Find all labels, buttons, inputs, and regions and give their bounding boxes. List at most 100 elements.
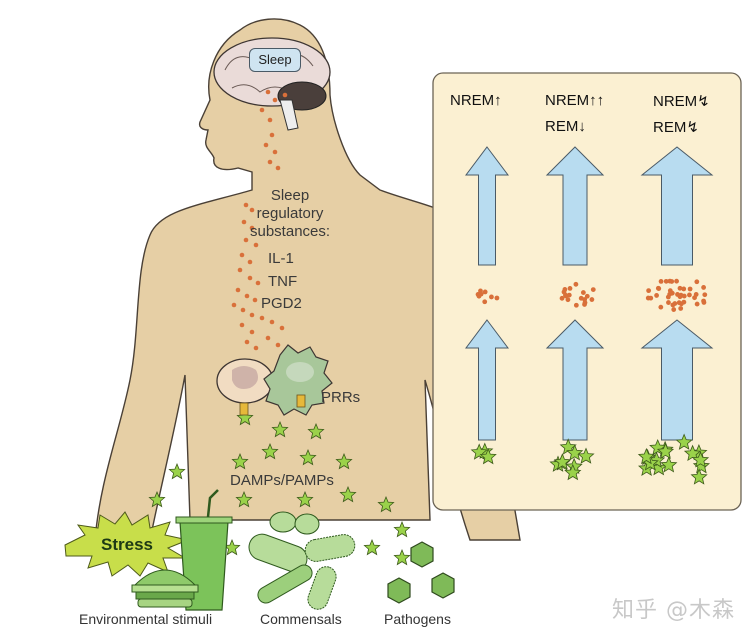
substance-dot [478,291,484,297]
pathogen-virus-icons [387,541,455,604]
substance-dot [253,345,259,351]
substance-dot [646,288,652,294]
prrs-label: PRRs [321,389,361,406]
change-arrow-icon: ↓ [578,118,586,135]
substance-dot [275,342,281,348]
substance-dot [694,301,700,307]
substance-dot [559,295,565,301]
damp-star-icon [148,490,166,508]
substance-dot [701,298,706,304]
substance-dot [482,289,488,295]
damp-star-icon [296,490,314,508]
commensal-bacteria-icon [248,511,356,610]
caption-environmental-stimuli: Environmental stimuli [79,611,213,627]
substance-dot [563,292,568,298]
change-arrow-icon: ↯ [697,93,710,110]
substance-dot [692,295,697,301]
substance-dot [681,286,687,292]
damp-star-icon [692,457,710,474]
damp-star-icon [566,444,584,461]
stress-label: Stress [101,535,153,554]
substance-dot [243,237,249,243]
substance-dot [253,242,259,248]
damp-star-icon [231,452,249,470]
substance-dot [240,307,246,313]
brain-sleep-label: Sleep [249,48,301,72]
substance-dot [701,285,707,290]
damp-star-icon [690,468,708,485]
substance-dot [269,132,275,138]
nrem-label: NREM [450,92,495,109]
substance-dot [269,319,275,325]
up-arrow-icon [545,146,605,266]
up-arrow-icon [545,319,605,441]
damp-star-icon [299,448,317,466]
substance-dot [231,302,237,308]
substance-dot [655,285,661,291]
substance-dot [584,293,590,299]
substance-dot [279,325,285,331]
substance-dot [482,299,488,305]
watermark: 知乎 @木森 [612,598,735,623]
substance-dot [252,297,258,303]
substance-dot [244,293,250,299]
caption-pathogens: Pathogens [384,611,451,627]
substance-dot [265,89,271,95]
panel-col1-nrem: NREM↑ [450,92,502,109]
substance-dot [259,315,265,321]
human-silhouette [94,18,521,541]
substance-dot [573,281,579,287]
substance-dot [241,219,247,225]
substance-dot [249,207,255,213]
substance-dot [255,280,261,286]
substance-dot [677,285,683,291]
substance-dot [589,297,595,302]
substance-dot [249,312,255,318]
substance-dot [665,294,671,300]
damp-star-icon [335,452,353,470]
damp-star-icon [339,485,357,503]
substance-dot [582,300,588,306]
damp-star-icon [637,447,655,465]
substance-dot [235,287,241,293]
substance-dot [263,142,269,148]
substance-dot [702,292,708,298]
damp-star-icon [393,548,411,566]
substance-dot [275,165,281,171]
substance-pgd2: PGD2 [261,295,302,312]
substance-dot [675,292,680,297]
panel-col3-rem: REM↯ [653,118,699,136]
up-arrow-icon [640,146,714,266]
substances-heading-line: substances: [250,223,331,240]
substance-dot [259,107,265,113]
immune-cell-dendritic [263,344,333,416]
substance-dot [658,304,664,310]
substance-dot [247,275,253,281]
panel-col3-nrem: NREM↯ [653,92,710,110]
stress-burst-icon [64,511,190,577]
damp-star-icon [393,520,411,538]
substance-dot [239,252,245,258]
substance-dot [672,301,678,306]
caption-commensals: Commensals [260,611,342,627]
regulatory-substance-dots [231,89,708,351]
panel-col2-rem: REM↓ [545,118,586,135]
substance-dot [674,278,679,284]
substance-dot [590,287,596,292]
damp-star-icon [683,444,702,462]
substance-dot [669,279,675,284]
substance-dot [578,295,584,301]
rem-label: REM [545,118,579,135]
burger-icon [131,569,199,608]
damp-star-icon [168,462,186,480]
substance-tnf: TNF [268,273,298,290]
substance-dot [687,292,692,298]
substance-dot [237,267,243,273]
damp-star-icon [235,490,253,508]
substance-dot [562,287,568,292]
damp-star-icon [271,420,289,438]
substance-dot [694,279,700,285]
substance-dot [267,159,273,165]
up-arrow-icon [465,319,509,441]
